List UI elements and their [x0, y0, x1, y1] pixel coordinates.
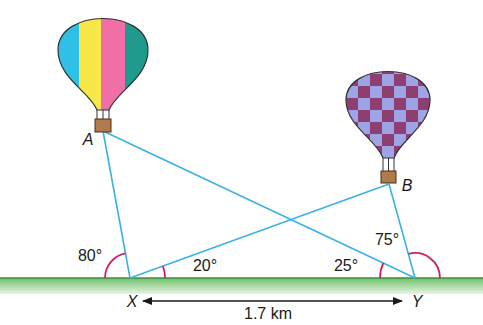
distance-label: 1.7 km: [244, 306, 292, 322]
balloon-b: [346, 72, 430, 184]
angle-label: 25°: [334, 258, 358, 274]
point-label: Y: [410, 294, 425, 310]
angle-label: 75°: [375, 232, 399, 248]
point-label: X: [125, 294, 140, 310]
angle-label: 80°: [78, 248, 102, 264]
point-label: A: [83, 132, 94, 148]
balloon-a: [56, 5, 150, 132]
distance-arrow: [143, 300, 402, 301]
angle-arcs: [105, 253, 440, 278]
ground: [0, 278, 483, 294]
angle-label: 20°: [193, 258, 217, 274]
sight-lines: [103, 131, 415, 278]
ground-line: [0, 277, 483, 279]
point-label: B: [402, 178, 413, 194]
